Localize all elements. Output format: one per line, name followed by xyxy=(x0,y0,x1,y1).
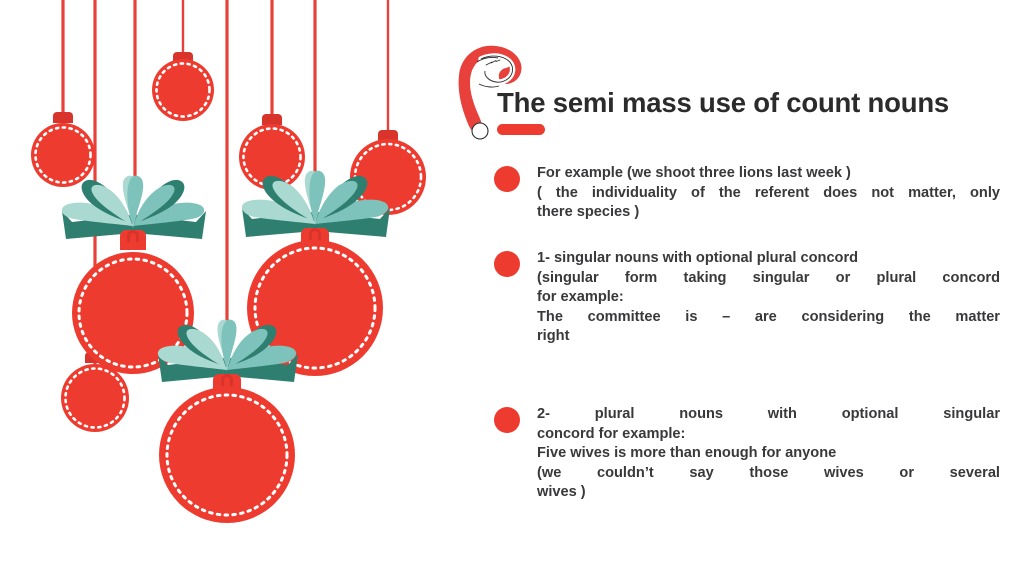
santa-hat-icon xyxy=(458,45,522,140)
ornament-large-bottom xyxy=(157,319,298,523)
bullet-line: ( the individuality of the referent does… xyxy=(537,184,1000,201)
bullet-text-singular-nouns: 1- singular nouns with optional plural c… xyxy=(537,249,1000,347)
bullet-line: for example: xyxy=(537,289,624,306)
bullet-text-for-example: For example (we shoot three lions last w… xyxy=(537,164,1000,223)
ornament-small-top-center xyxy=(152,52,214,121)
bullet-line: 2- plural nouns with optional singular xyxy=(537,406,1000,422)
christmas-ornaments-illustration xyxy=(31,0,426,523)
ornament-string-group xyxy=(61,0,390,404)
bullet-line: (we couldn’t say those wives or several xyxy=(537,464,1000,481)
title-underline-bar xyxy=(497,124,545,136)
ornament-small-mid-right xyxy=(239,114,305,190)
bullet-block-singular-nouns: 1- singular nouns with optional plural c… xyxy=(494,249,1014,347)
bullet-line: 1- singular nouns with optional plural c… xyxy=(537,250,859,266)
bullet-dot-icon xyxy=(494,407,520,433)
bullet-line: Five wives is more than enough for anyon… xyxy=(537,445,837,462)
ribbon-bow xyxy=(157,319,298,382)
bullet-block-for-example: For example (we shoot three lions last w… xyxy=(494,164,1014,223)
ribbon-bow xyxy=(61,175,206,239)
bullet-line: concord for example: xyxy=(537,425,686,442)
ornament-small-bottom-left xyxy=(61,352,129,432)
bullet-block-plural-nouns: 2- plural nouns with optional singular c… xyxy=(494,405,1014,503)
page-title: The semi mass use of count nouns xyxy=(497,87,950,118)
ornament-large-left xyxy=(61,175,206,374)
bullet-line: (singular form taking singular or plural… xyxy=(537,269,1000,286)
title-block: The semi mass use of count nouns xyxy=(497,87,1012,136)
ornament-small-left xyxy=(31,112,95,187)
bullet-line: For example (we shoot three lions last w… xyxy=(537,165,851,181)
bullet-line: there species ) xyxy=(537,204,640,221)
ornament-large-right xyxy=(241,170,390,376)
bullet-dot-icon xyxy=(494,251,520,277)
bullet-text-plural-nouns: 2- plural nouns with optional singular c… xyxy=(537,405,1000,503)
ornament-small-far-right xyxy=(350,130,426,215)
bullet-line: right xyxy=(537,328,570,345)
bullet-line: The committee is – are considering the m… xyxy=(537,308,1000,325)
bullet-line: wives ) xyxy=(537,484,586,501)
ribbon-bow xyxy=(241,170,390,237)
bullet-dot-icon xyxy=(494,166,520,192)
